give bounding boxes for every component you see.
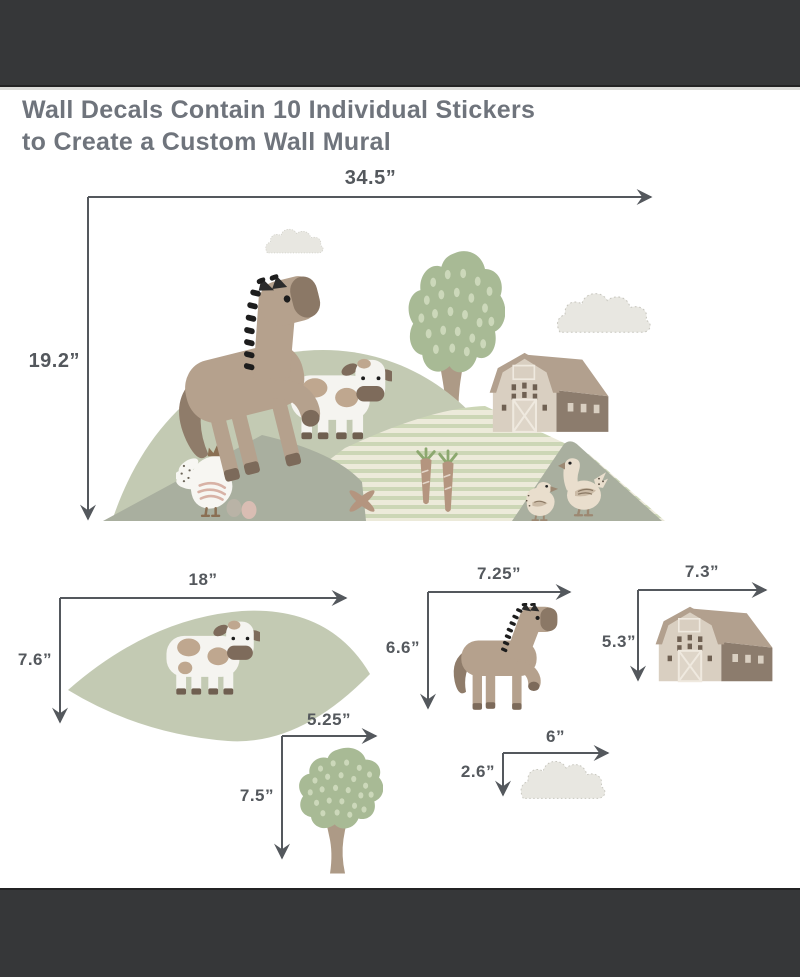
sticker-barn	[654, 606, 774, 683]
sticker-hill-cow	[68, 610, 370, 742]
mural-large-cloud-art	[556, 293, 651, 333]
tree-sticker-width-dimension: 5.25”	[306, 710, 352, 729]
tree-dimension-arrows	[274, 728, 378, 860]
headline: Wall Decals Contain 10 Individual Sticke…	[22, 94, 535, 158]
sticker-cloud	[520, 760, 606, 799]
mural-barn-art	[488, 352, 610, 433]
cloud-sticker-width-dimension: 6”	[546, 727, 565, 746]
mural-height-dimension: 19.2”	[28, 350, 80, 372]
mural-dimension-arrows	[80, 189, 653, 521]
mural-seed-sticks-art	[349, 490, 375, 512]
horse-sticker-width-dimension: 7.25”	[476, 564, 522, 583]
bottom-border-bar	[0, 888, 800, 977]
sticker-horse	[453, 603, 558, 710]
barn-sticker-height-dimension: 5.3”	[601, 632, 636, 651]
top-border-bar	[0, 0, 800, 87]
headline-line2: to Create a Custom Wall Mural	[22, 128, 391, 156]
cloud-dimension-arrows	[495, 745, 610, 797]
mural-scene	[103, 228, 665, 521]
cloud-sticker-height-dimension: 2.6”	[460, 762, 495, 781]
hill-cow-sticker-height-dimension: 7.6”	[17, 650, 52, 669]
hill-cow-sticker-width-dimension: 18”	[188, 570, 218, 589]
top-border-hairline	[0, 87, 800, 90]
hill-cow-dimension-arrows	[52, 590, 348, 724]
tree-sticker-height-dimension: 7.5”	[239, 786, 274, 805]
barn-dimension-arrows	[630, 582, 768, 682]
mural-width-dimension: 34.5”	[344, 167, 397, 189]
mural-eggs-art	[226, 499, 257, 519]
barn-sticker-width-dimension: 7.3”	[684, 562, 720, 581]
horse-dimension-arrows	[420, 584, 572, 710]
horse-sticker-height-dimension: 6.6”	[385, 638, 420, 657]
headline-line1: Wall Decals Contain 10 Individual Sticke…	[22, 96, 536, 124]
sticker-tree	[299, 747, 383, 874]
mural-small-cloud-art	[265, 228, 324, 254]
